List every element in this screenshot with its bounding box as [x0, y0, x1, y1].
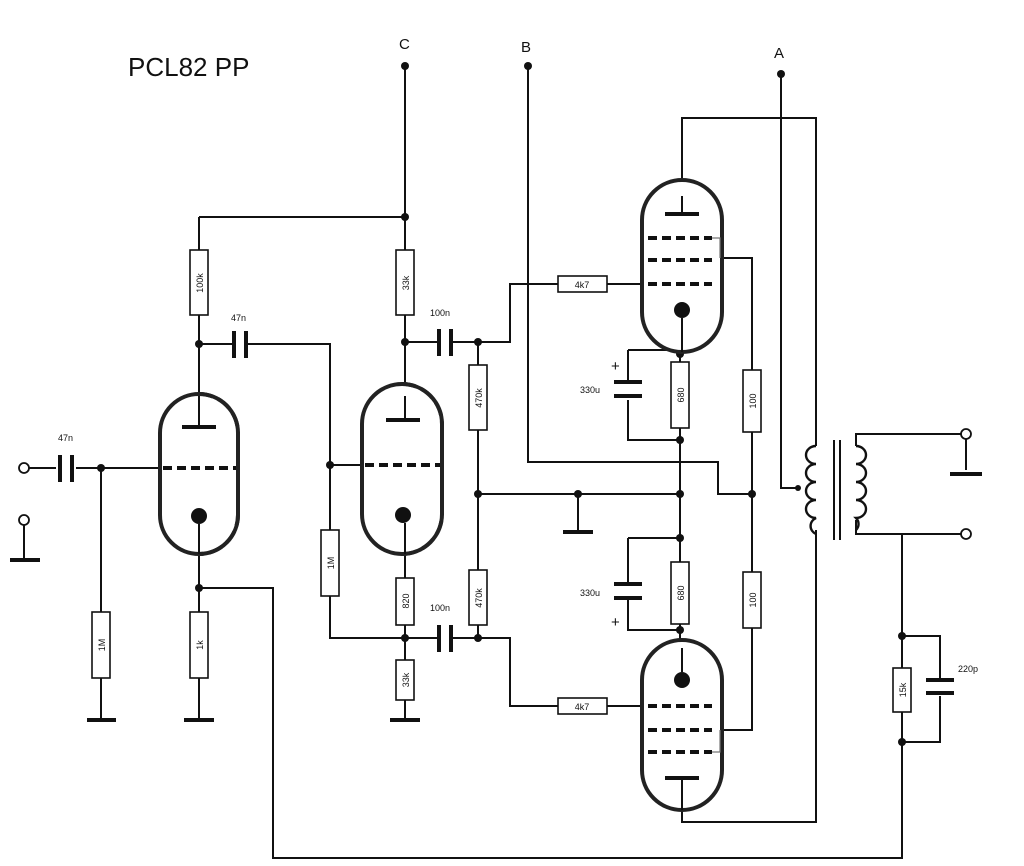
supply-node-b: B — [521, 39, 532, 70]
resistor-470k-top: 470k — [468, 364, 488, 431]
svg-text:15k: 15k — [898, 682, 908, 697]
polarity-plus-bottom: + — [611, 614, 620, 631]
junction-dots — [97, 213, 906, 746]
ground-symbols — [10, 472, 982, 722]
svg-text:470k: 470k — [474, 388, 484, 408]
input-ground-terminal — [18, 514, 30, 526]
resistor-1m-grid: 1M — [320, 529, 340, 597]
resistor-15k: 15k — [892, 667, 912, 713]
capacitor-220p: 220p — [926, 664, 978, 695]
output-terminal-bottom — [960, 528, 972, 540]
svg-text:100n: 100n — [430, 603, 450, 613]
capacitor-330u-bottom: 330u + — [580, 582, 642, 631]
pentode-lower — [640, 638, 724, 812]
capacitor-100n-bottom: 100n — [430, 603, 453, 652]
svg-text:100n: 100n — [430, 308, 450, 318]
resistor-470k-bottom: 470k — [468, 569, 488, 626]
svg-text:680: 680 — [676, 585, 686, 600]
svg-text:330u: 330u — [580, 385, 600, 395]
schematic-title: PCL82 PP — [128, 52, 249, 82]
svg-text:470k: 470k — [474, 588, 484, 608]
resistor-33k-top: 33k — [395, 249, 415, 316]
svg-text:220p: 220p — [958, 664, 978, 674]
resistor-820: 820 — [395, 577, 415, 626]
triode-stage-1 — [158, 392, 240, 556]
supply-node-c: C — [399, 36, 410, 70]
output-transformer — [804, 440, 868, 540]
input-terminal — [18, 462, 30, 474]
svg-text:100: 100 — [748, 393, 758, 408]
svg-text:330u: 330u — [580, 588, 600, 598]
resistor-680-top: 680 — [670, 361, 690, 429]
svg-text:1M: 1M — [326, 557, 336, 570]
svg-text:47n: 47n — [231, 313, 246, 323]
resistor-100-top: 100 — [742, 369, 762, 433]
capacitor-330u-top: 330u + — [580, 358, 642, 398]
svg-text:100k: 100k — [195, 273, 205, 293]
resistor-33k-bottom: 33k — [395, 659, 415, 701]
svg-text:1k: 1k — [195, 640, 205, 650]
pentode-upper — [640, 178, 724, 354]
node-c-label: C — [399, 36, 410, 53]
resistor-4k7-bottom: 4k7 — [557, 697, 608, 715]
resistor-1k: 1k — [189, 611, 209, 679]
output-terminal-top — [960, 428, 972, 440]
svg-text:4k7: 4k7 — [575, 702, 590, 712]
svg-text:680: 680 — [676, 387, 686, 402]
resistor-100-bottom: 100 — [742, 571, 762, 629]
capacitor-47n-coupling: 47n — [231, 313, 248, 358]
svg-text:33k: 33k — [401, 672, 411, 687]
svg-text:1M: 1M — [97, 639, 107, 652]
node-a-label: A — [774, 45, 784, 62]
capacitors: 47n 47n 100n 100n 330u + 330u + — [58, 308, 978, 695]
resistor-4k7-top: 4k7 — [557, 275, 608, 293]
svg-text:33k: 33k — [401, 275, 411, 290]
resistor-680-bottom: 680 — [670, 561, 690, 625]
resistor-100k: 100k — [189, 249, 209, 316]
supply-node-a: A — [774, 45, 785, 78]
wiring — [24, 66, 967, 859]
output-terminals — [960, 428, 972, 540]
svg-text:4k7: 4k7 — [575, 280, 590, 290]
polarity-plus-top: + — [611, 358, 620, 375]
svg-text:100: 100 — [748, 592, 758, 607]
capacitor-47n-input: 47n — [58, 433, 74, 482]
capacitor-100n-top: 100n — [430, 308, 453, 356]
triode-stage-2 — [360, 382, 444, 556]
svg-text:820: 820 — [401, 593, 411, 608]
input-terminals — [18, 462, 30, 560]
resistors: 100k 33k 470k 470k 1M 1k 1M 820 — [91, 249, 912, 715]
node-b-label: B — [521, 39, 531, 56]
svg-text:47n: 47n — [58, 433, 73, 443]
resistor-1m-input: 1M — [91, 611, 111, 679]
